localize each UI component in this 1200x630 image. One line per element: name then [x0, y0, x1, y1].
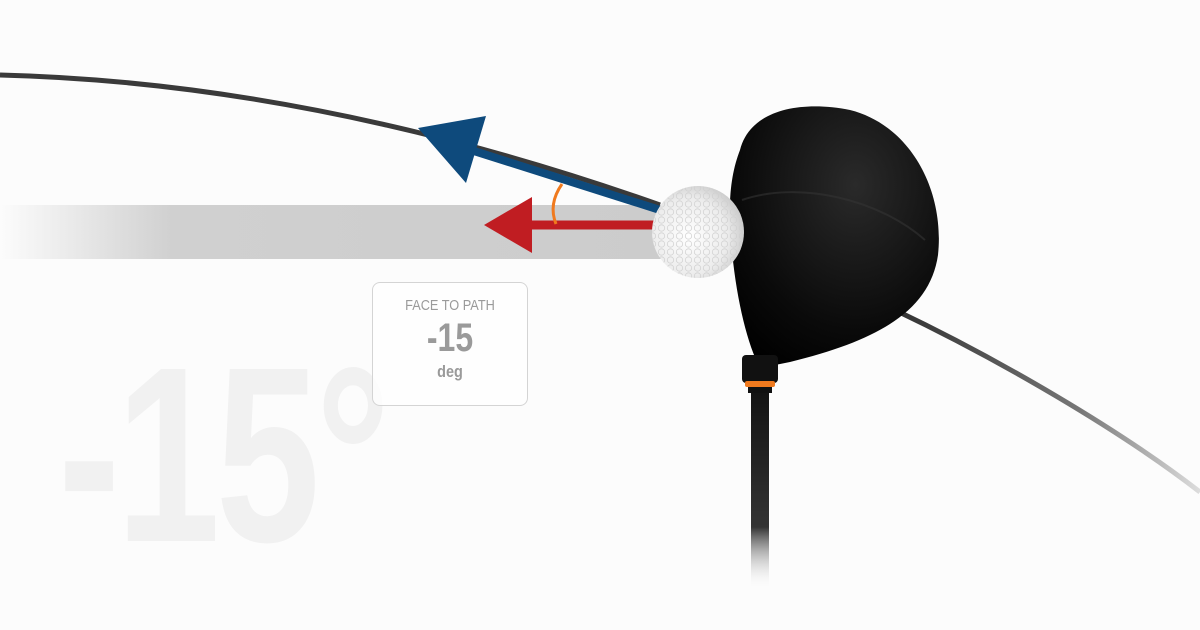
metric-unit: deg [437, 362, 463, 381]
swing-path-curve-exit [893, 307, 1200, 494]
angle-watermark: -15° [58, 315, 390, 594]
club-path-arrow [418, 116, 662, 214]
swing-path-curve [0, 72, 661, 208]
club-shaft [751, 380, 769, 590]
metric-value: -15 [426, 316, 474, 360]
angle-arc [551, 183, 564, 225]
hosel-ring [745, 381, 775, 387]
golf-ball [652, 186, 744, 278]
face-angle-arrow [484, 197, 660, 253]
target-line-band [0, 205, 690, 259]
metric-label: FACE TO PATH [405, 297, 495, 314]
face-to-path-card: FACE TO PATH -15 deg [372, 282, 528, 406]
club-head [729, 106, 939, 393]
